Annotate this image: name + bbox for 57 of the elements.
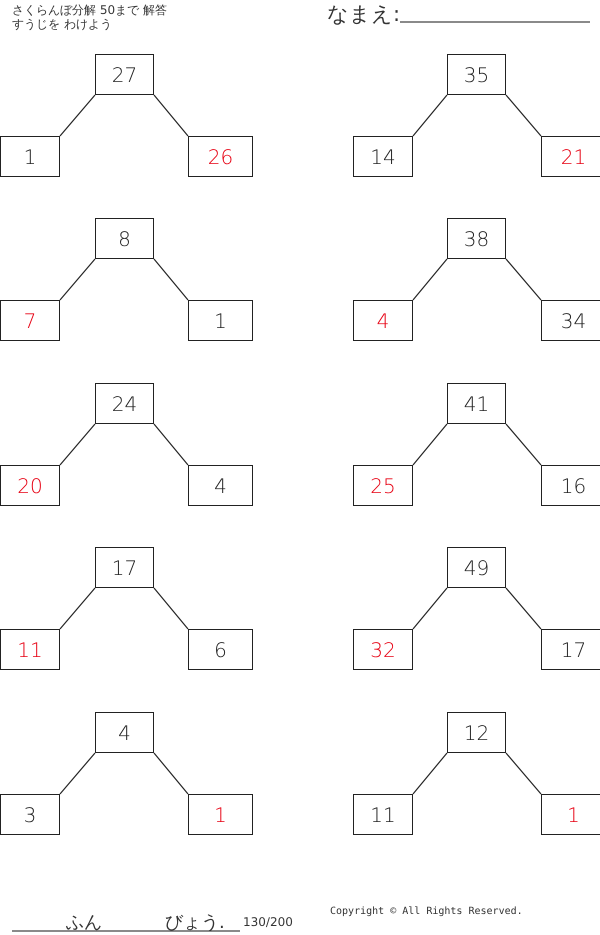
instruction-text: すうじを わけよう bbox=[12, 16, 112, 33]
connector-line bbox=[154, 588, 188, 630]
connector-line bbox=[60, 94, 96, 136]
connector-line bbox=[60, 752, 96, 794]
connector-line bbox=[506, 752, 542, 794]
connector-line bbox=[60, 258, 96, 300]
copyright-text: Copyright © All Rights Reserved. bbox=[330, 906, 523, 917]
connector-line bbox=[506, 94, 542, 136]
number-box: 17 bbox=[541, 629, 600, 670]
answer-box: 1 bbox=[541, 794, 600, 835]
number-box: 16 bbox=[541, 465, 600, 506]
answer-box: 1 bbox=[188, 794, 253, 835]
connector-line bbox=[412, 588, 448, 630]
number-box: 38 bbox=[447, 218, 506, 259]
number-box: 12 bbox=[447, 712, 506, 753]
answer-box: 26 bbox=[188, 136, 253, 177]
number-box: 34 bbox=[541, 300, 600, 341]
connector-line bbox=[412, 258, 448, 300]
connector-line bbox=[412, 424, 448, 466]
connector-line bbox=[412, 94, 448, 136]
number-box: 17 bbox=[95, 547, 154, 588]
connector-line bbox=[154, 94, 188, 136]
answer-box: 25 bbox=[353, 465, 413, 506]
number-box: 49 bbox=[447, 547, 506, 588]
worksheet-title: さくらんぼ分解 50まで 解答 bbox=[12, 2, 167, 18]
number-box: 3 bbox=[0, 794, 60, 835]
answer-box: 11 bbox=[0, 629, 60, 670]
number-box: 4 bbox=[188, 465, 253, 506]
answer-box: 20 bbox=[0, 465, 60, 506]
number-box: 8 bbox=[95, 218, 154, 259]
answer-box: 32 bbox=[353, 629, 413, 670]
number-box: 6 bbox=[188, 629, 253, 670]
number-box: 1 bbox=[188, 300, 253, 341]
number-box: 41 bbox=[447, 383, 506, 424]
number-box: 14 bbox=[353, 136, 413, 177]
connector-line bbox=[506, 424, 542, 466]
number-box: 24 bbox=[95, 383, 154, 424]
connector-line bbox=[154, 258, 188, 300]
connector-line bbox=[60, 424, 96, 466]
number-box: 11 bbox=[353, 794, 413, 835]
answer-box: 21 bbox=[541, 136, 600, 177]
answer-box: 4 bbox=[353, 300, 413, 341]
connector-line bbox=[412, 752, 448, 794]
connector-line bbox=[506, 258, 542, 300]
seconds-label: びょう. bbox=[165, 911, 225, 934]
connector-line bbox=[60, 588, 96, 630]
number-box: 35 bbox=[447, 54, 506, 95]
number-box: 4 bbox=[95, 712, 154, 753]
connector-line bbox=[154, 752, 188, 794]
number-box: 1 bbox=[0, 136, 60, 177]
answer-box: 7 bbox=[0, 300, 60, 341]
minutes-label: ふん bbox=[66, 911, 102, 934]
number-box: 27 bbox=[95, 54, 154, 95]
name-label: なまえ: bbox=[327, 1, 400, 28]
score-text: 130/200 bbox=[243, 915, 293, 929]
connector-line bbox=[154, 424, 188, 466]
connector-line bbox=[506, 588, 542, 630]
